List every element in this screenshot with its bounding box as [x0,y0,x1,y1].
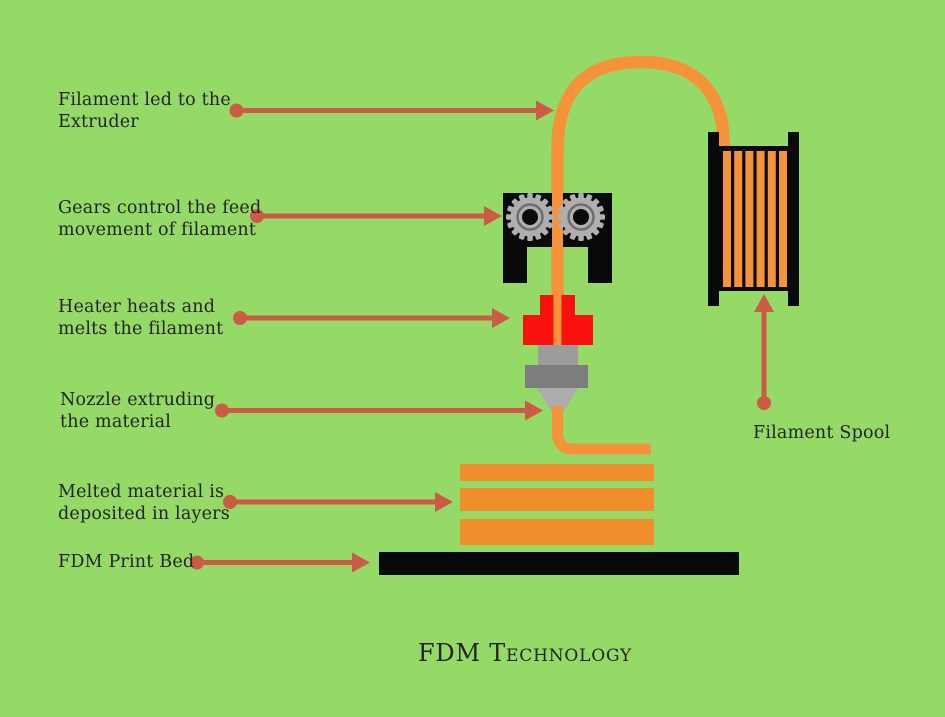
label-heater: Heater heats and melts the filament [58,297,224,339]
label-bed: FDM Print Bed [58,552,195,572]
arrow-layers [223,492,453,512]
layer-1 [460,464,654,481]
arrow-heater [233,308,510,328]
label-nozzle: Nozzle extruding the material [60,390,216,432]
print-bed [379,552,739,575]
extruded-material [552,406,651,455]
gear-right [557,193,605,241]
printed-layers [460,464,654,545]
arrow-spool [754,294,774,410]
layer-2 [460,488,654,511]
layer-3 [460,519,654,545]
heater-block [523,295,593,345]
extruder-gears [503,193,612,283]
arrow-bed [190,552,370,573]
arrow-gears [250,206,502,226]
gear-left [506,193,554,241]
spool-right-flange [788,132,799,306]
page-title: FDM Technology [417,639,633,667]
nozzle [525,345,588,412]
arrow-filament [229,100,554,121]
filament-spool [708,132,799,306]
spool-left-flange [708,132,719,306]
label-gears: Gears control the feed movement of filam… [58,198,262,240]
arrow-nozzle [215,400,543,421]
label-layers: Melted material is deposited in layers [58,482,230,524]
spool-winding [719,146,789,291]
label-spool: Filament Spool [753,423,891,443]
annotation-arrows [190,100,774,573]
label-filament: Filament led to the Extruder [58,90,231,132]
